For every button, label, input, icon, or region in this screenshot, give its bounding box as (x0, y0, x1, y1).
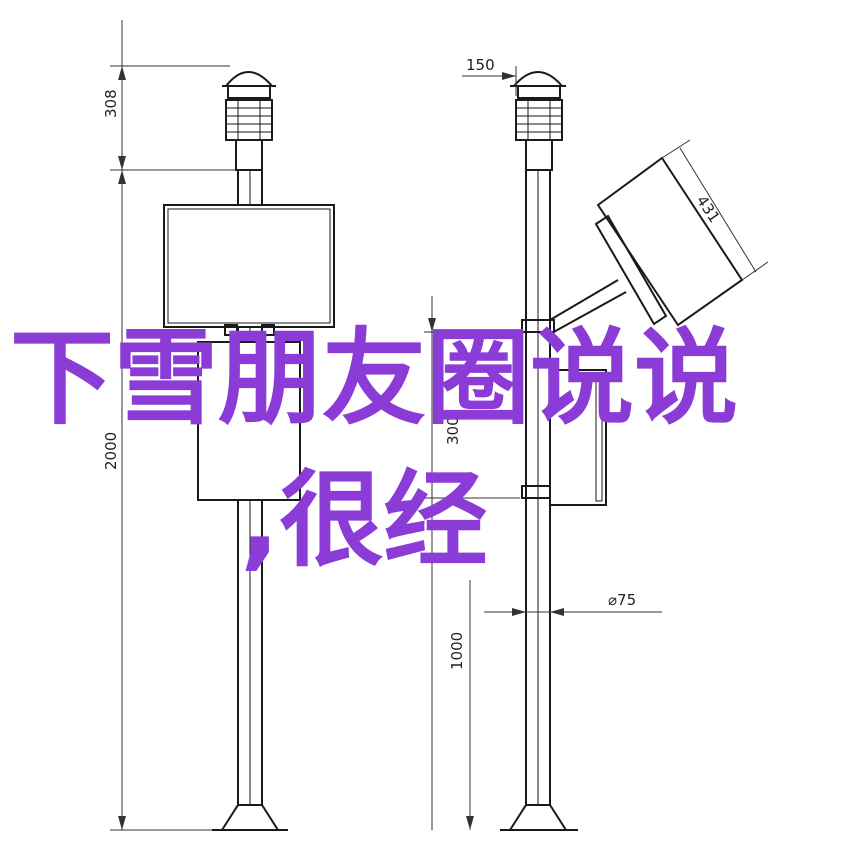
right-station (500, 71, 744, 831)
right-dimension-lines (424, 66, 769, 830)
dim-diameter-75-label: ⌀75 (608, 591, 636, 609)
left-station (163, 71, 335, 831)
dim-2000-label: 2000 (102, 432, 120, 470)
overlay-title-line2: ,很经 (240, 459, 488, 581)
panel-arm (549, 279, 619, 321)
dim-300-label: 300 (444, 416, 462, 445)
right-base (508, 804, 568, 831)
dim-308-label: 308 (102, 89, 120, 118)
left-display-board (163, 204, 335, 328)
right-sensor-head (510, 71, 566, 171)
left-sensor-head (222, 71, 276, 171)
solar-panel (594, 156, 744, 327)
right-control-box (549, 369, 607, 506)
left-dimension-lines (110, 20, 236, 831)
dim-150-label: 150 (466, 56, 495, 74)
overlay-title-line1: 下雪朋友圈说说 (10, 317, 739, 439)
dim-1000-label: 1000 (448, 632, 466, 670)
left-control-box (197, 341, 301, 501)
right-pole (525, 170, 551, 805)
left-base (220, 804, 280, 831)
